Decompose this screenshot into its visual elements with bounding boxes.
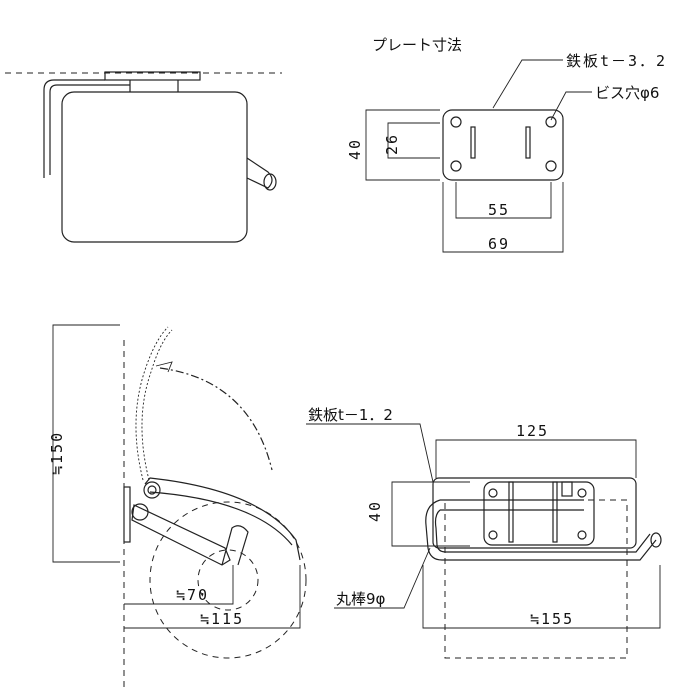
mount-plate (123, 486, 131, 543)
dim-height-26: 26 (383, 133, 401, 155)
arm-rod (131, 504, 231, 566)
dim-width-125: 125 (516, 422, 549, 440)
plate-outline (442, 109, 564, 181)
top-plate (104, 71, 201, 81)
screw-hole (545, 160, 557, 172)
cover-side (144, 477, 301, 561)
paper-roll-front (444, 499, 628, 659)
cover-front (432, 477, 637, 549)
front-view: 鉄板t－1．2 125 40 丸棒9φ ≒155 (306, 406, 662, 659)
screw-hole (450, 160, 462, 172)
screw-hole-label: ビス穴φ6 (595, 84, 659, 102)
swing-arc (159, 367, 273, 471)
paper-roll-outer (149, 501, 307, 659)
dim-height-40-front: 40 (366, 500, 384, 522)
dim-width-155: ≒155 (530, 610, 574, 628)
dim-height-40: 40 (346, 138, 364, 160)
front-material-label: 鉄板t－1．2 (308, 406, 393, 424)
dim-reach-70: ≒70 (176, 586, 209, 604)
rod-outline (49, 84, 130, 175)
rod-label: 丸棒9φ (336, 590, 386, 608)
screw-hole (450, 116, 462, 128)
plate-material-label: 鉄板t－3．2 (566, 52, 667, 70)
mount-plate-front (483, 481, 595, 546)
slot (525, 126, 531, 159)
rod-front (440, 499, 584, 511)
dim-width-69: 69 (488, 235, 510, 253)
dim-width-55: 55 (488, 201, 510, 219)
dim-reach-115: ≒115 (200, 610, 244, 628)
plate-dimensions: プレート寸法 鉄板t－3．2 ビス穴φ6 40 26 55 69 (346, 36, 667, 253)
cover-open (135, 326, 169, 481)
rod-tip (246, 157, 273, 189)
screw-hole (545, 116, 557, 128)
plate-title: プレート寸法 (372, 36, 462, 54)
paper-roll-inner (197, 549, 259, 611)
top-view (5, 71, 282, 243)
cover-top (61, 91, 248, 243)
side-view: ≒150 ≒70 ≒115 (48, 324, 307, 690)
dim-height-150: ≒150 (48, 431, 66, 475)
slot (470, 126, 476, 159)
